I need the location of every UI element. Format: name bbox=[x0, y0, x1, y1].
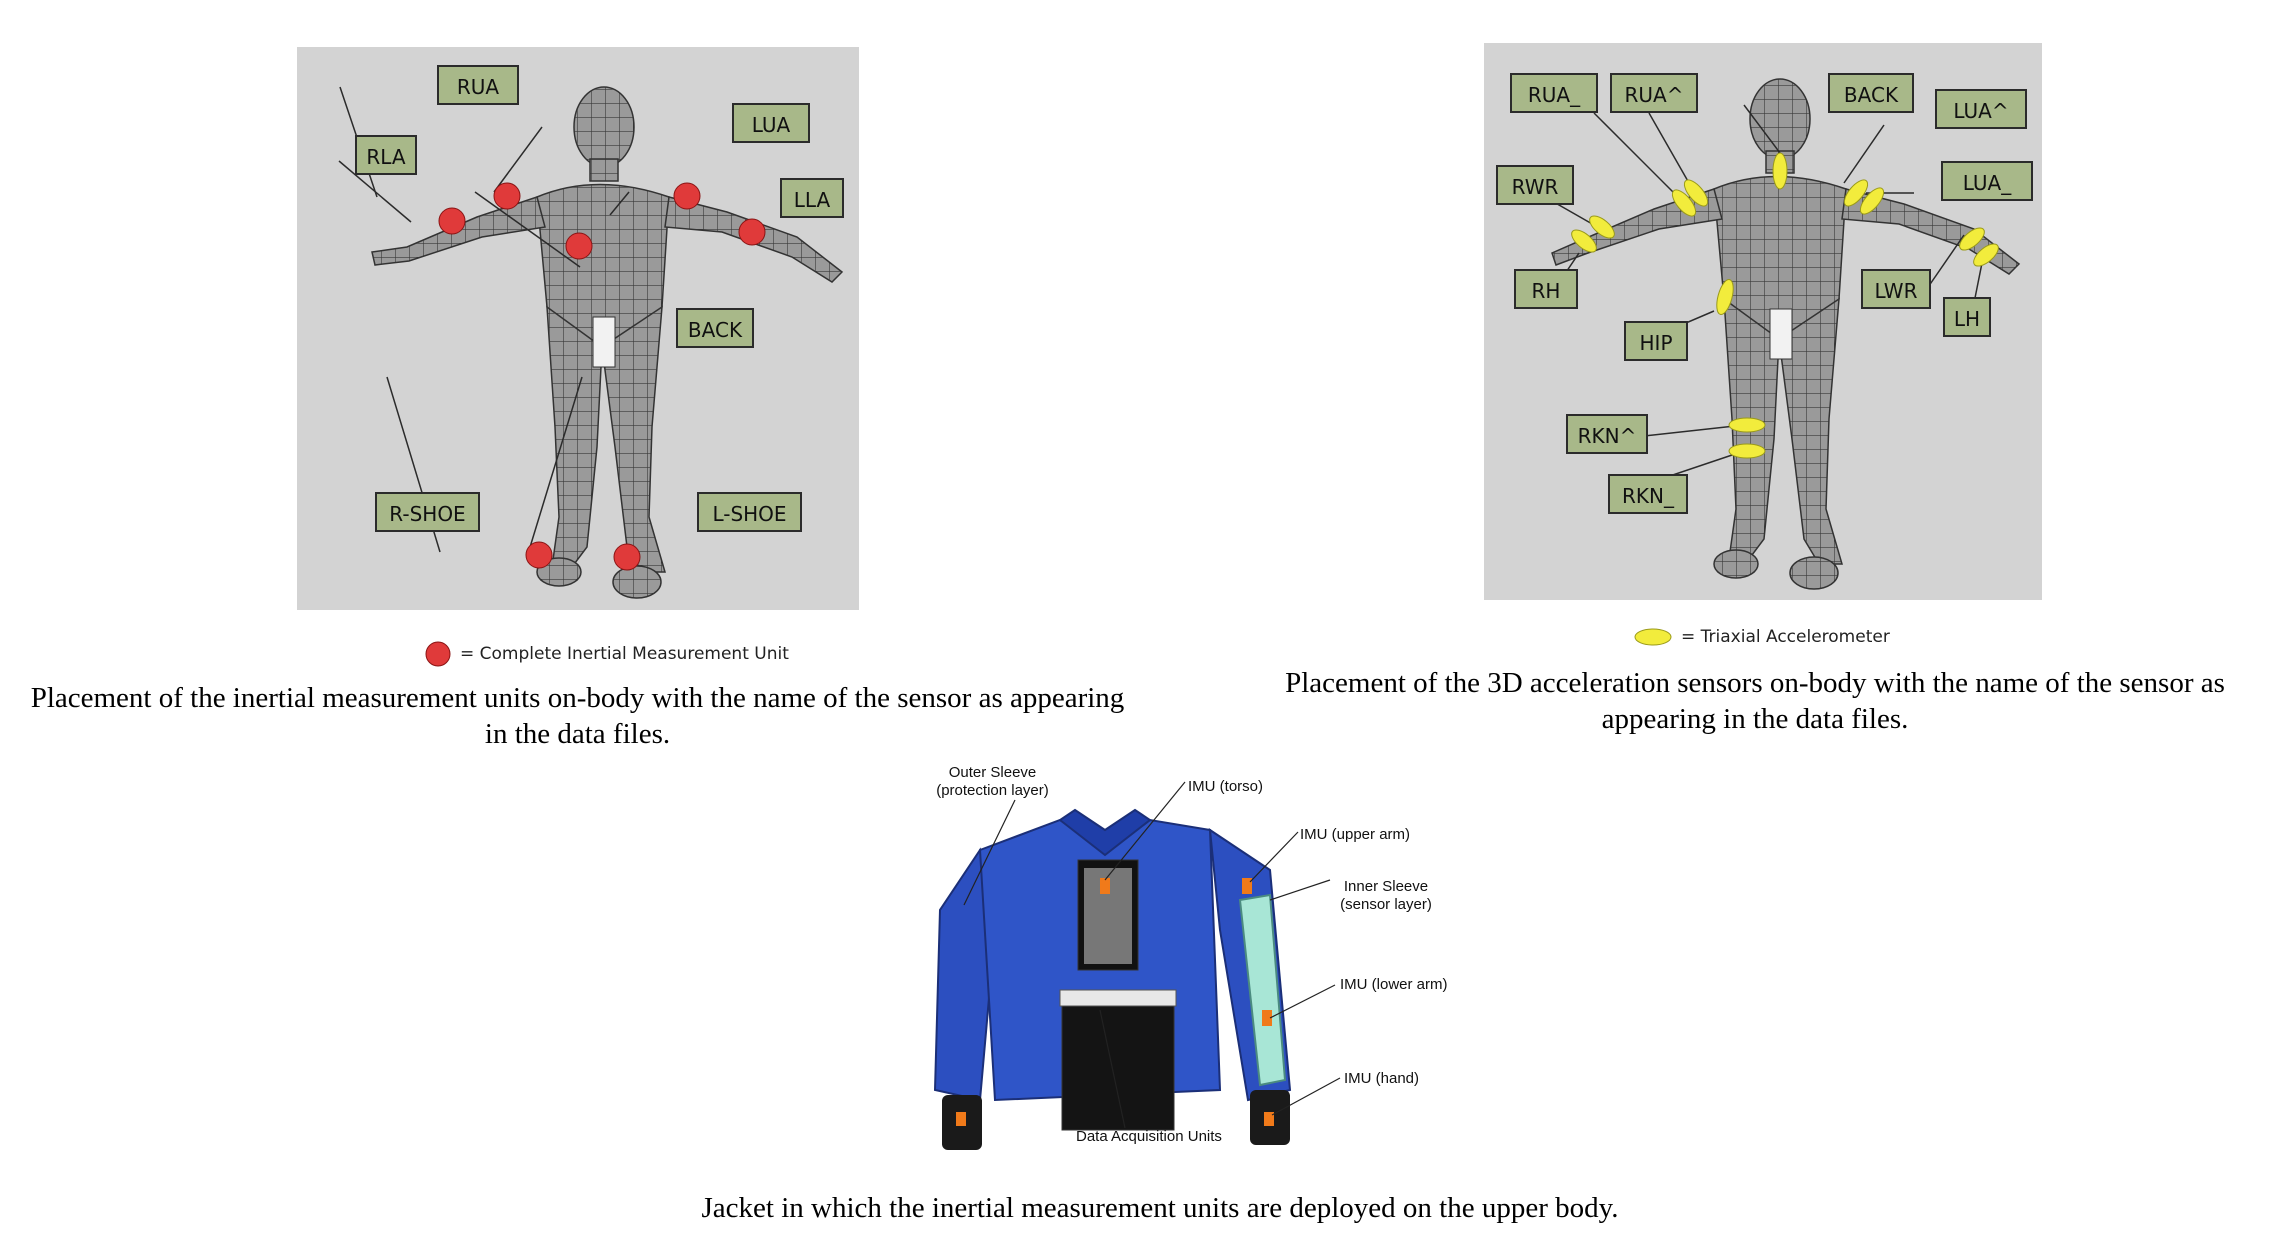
accelerometer-placement-figure: RUA_ RUA^ BACK LUA^ RWR LUA_ RH HIP LWR … bbox=[1484, 43, 2042, 600]
acc-marker-back bbox=[1773, 153, 1787, 189]
imu-legend-text: = Complete Inertial Measurement Unit bbox=[460, 644, 789, 664]
label-rkn-high: RKN^ bbox=[1566, 414, 1648, 454]
jacket-caption: Jacket in which the inertial measurement… bbox=[520, 1190, 1800, 1226]
label-l-shoe: L-SHOE bbox=[697, 492, 802, 532]
label-rua-high: RUA^ bbox=[1610, 73, 1698, 113]
label-imu-lower-arm: IMU (lower arm) bbox=[1340, 976, 1448, 994]
imu-marker-rua bbox=[494, 183, 520, 209]
imu-torso-tag bbox=[1100, 878, 1110, 894]
imu-legend: = Complete Inertial Measurement Unit bbox=[424, 640, 789, 668]
label-imu-torso: IMU (torso) bbox=[1188, 778, 1263, 796]
acc-marker-rkn-low bbox=[1729, 444, 1765, 458]
label-lua: LUA bbox=[732, 103, 810, 143]
label-rua: RUA bbox=[437, 65, 519, 105]
imu-upper-arm-tag bbox=[1242, 878, 1252, 894]
label-outer-sleeve: Outer Sleeve (protection layer) bbox=[930, 764, 1055, 800]
imu-caption: Placement of the inertial measurement un… bbox=[20, 680, 1135, 752]
accelerometer-caption: Placement of the 3D acceleration sensors… bbox=[1225, 665, 2285, 737]
imu-marker-rla bbox=[439, 208, 465, 234]
jacket-figure: Outer Sleeve (protection layer) IMU (tor… bbox=[920, 760, 1480, 1160]
label-data-acquisition-units: Data Acquisition Units bbox=[1076, 1128, 1222, 1146]
imu-placement-figure: RUA RLA LUA LLA BACK R-SHOE L-SHOE bbox=[297, 47, 859, 610]
imu-legend-marker-icon bbox=[424, 640, 452, 668]
label-back-right: BACK bbox=[1828, 73, 1914, 113]
label-rla: RLA bbox=[355, 135, 417, 175]
label-imu-hand: IMU (hand) bbox=[1344, 1070, 1419, 1088]
imu-hand-left-tag bbox=[956, 1112, 966, 1126]
label-r-shoe: R-SHOE bbox=[375, 492, 480, 532]
label-inner-sleeve: Inner Sleeve (sensor layer) bbox=[1332, 878, 1440, 914]
imu-marker-lla bbox=[739, 219, 765, 245]
label-lh: LH bbox=[1943, 297, 1991, 337]
label-lwr: LWR bbox=[1861, 269, 1931, 309]
imu-marker-lua bbox=[674, 183, 700, 209]
accelerometer-legend-marker-icon bbox=[1633, 627, 1673, 647]
label-hip: HIP bbox=[1624, 321, 1688, 361]
accelerometer-legend-text: = Triaxial Accelerometer bbox=[1681, 627, 1890, 647]
label-rwr: RWR bbox=[1496, 165, 1574, 205]
label-rh: RH bbox=[1514, 269, 1578, 309]
label-lua-low: LUA_ bbox=[1941, 161, 2033, 201]
accelerometer-legend: = Triaxial Accelerometer bbox=[1633, 627, 1890, 647]
imu-marker-l-shoe bbox=[614, 544, 640, 570]
label-rkn-low: RKN_ bbox=[1608, 474, 1688, 514]
label-lua-high: LUA^ bbox=[1935, 89, 2027, 129]
acc-marker-rkn-high bbox=[1729, 418, 1765, 432]
label-rua-low: RUA_ bbox=[1510, 73, 1598, 113]
label-back: BACK bbox=[676, 308, 754, 348]
imu-marker-back bbox=[566, 233, 592, 259]
jacket-illustration bbox=[920, 760, 1480, 1160]
label-lla: LLA bbox=[780, 178, 844, 218]
imu-marker-r-shoe bbox=[526, 542, 552, 568]
label-imu-upper-arm: IMU (upper arm) bbox=[1300, 826, 1410, 844]
